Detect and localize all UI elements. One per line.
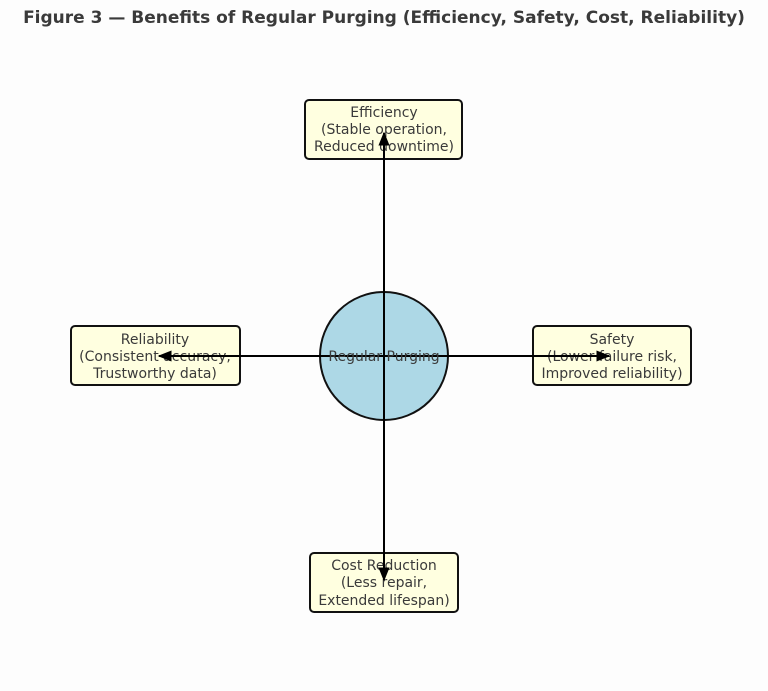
reliability-detail-2: Trustworthy data) <box>92 366 217 382</box>
safety-detail-2: Improved reliability) <box>541 366 682 382</box>
cost-reduction-detail-1: (Less repair, <box>341 575 427 591</box>
benefit-node-reliability: Reliability (Consistent accuracy, Trustw… <box>70 325 241 386</box>
reliability-title: Reliability <box>121 332 189 348</box>
figure-title: Figure 3 — Benefits of Regular Purging (… <box>23 8 745 28</box>
benefit-node-efficiency: Efficiency (Stable operation, Reduced do… <box>304 99 463 160</box>
cost-reduction-detail-2: Extended lifespan) <box>318 593 449 609</box>
safety-title: Safety <box>590 332 635 348</box>
benefit-node-safety: Safety (Lower failure risk, Improved rel… <box>532 325 692 386</box>
safety-detail-1: (Lower failure risk, <box>547 349 677 365</box>
efficiency-detail-1: (Stable operation, <box>321 122 447 138</box>
center-node-label: Regular Purging <box>328 349 439 365</box>
benefit-node-cost-reduction: Cost Reduction (Less repair, Extended li… <box>309 552 459 613</box>
efficiency-title: Efficiency <box>350 105 417 121</box>
reliability-detail-1: (Consistent accuracy, <box>79 349 231 365</box>
